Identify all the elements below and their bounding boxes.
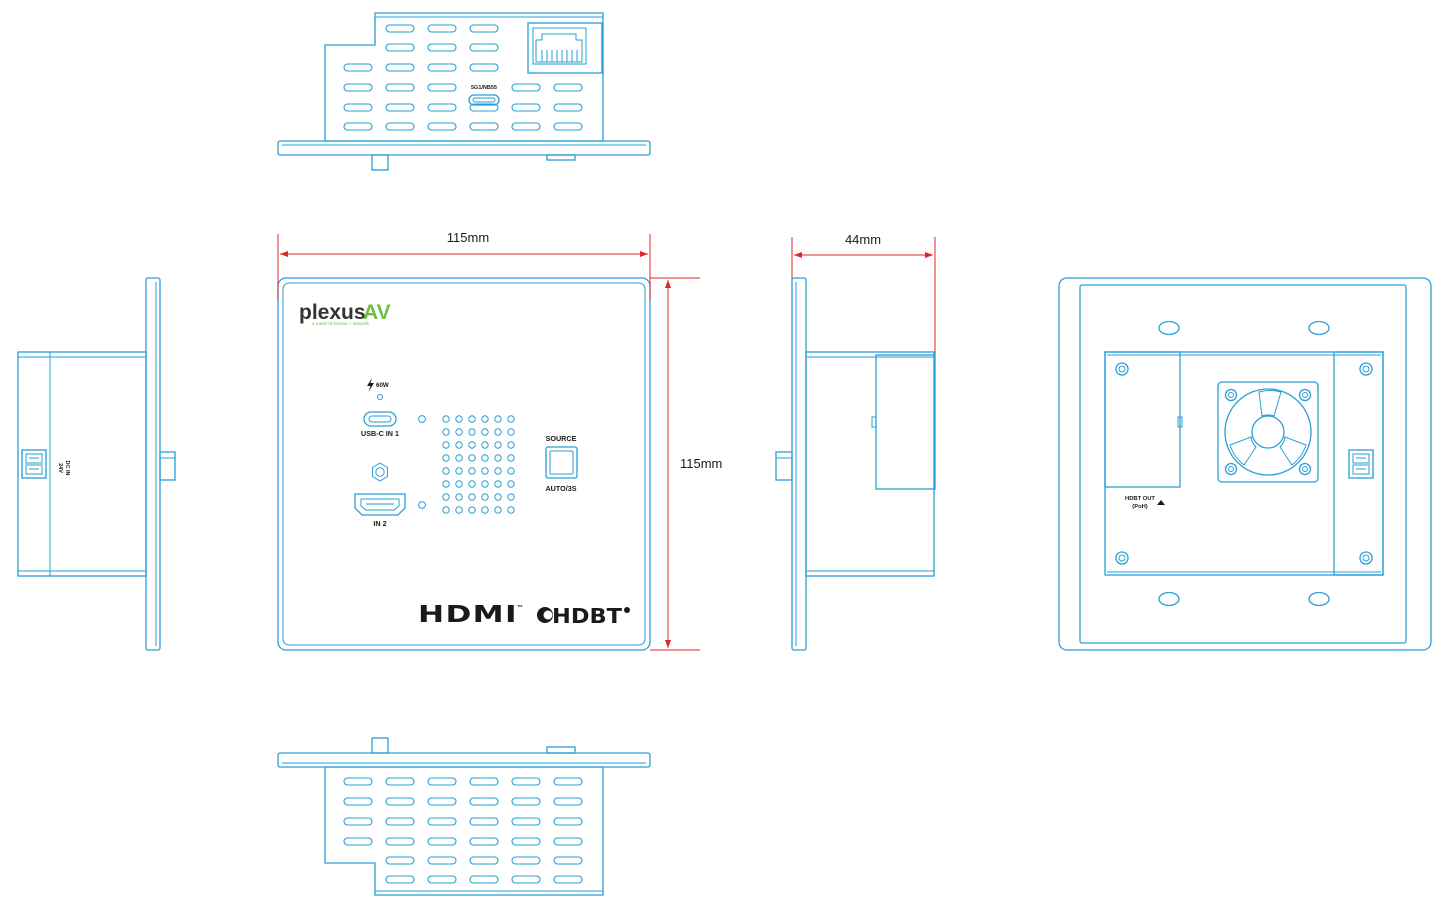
auto-label: AUTO/3S	[545, 484, 576, 493]
top-usbc-port-icon	[468, 94, 500, 106]
dimension-depth: 44mm	[791, 232, 936, 360]
rj45-port-icon	[527, 22, 603, 74]
hdmi-port-icon	[354, 493, 406, 516]
hdbt-logo: HDBT	[552, 604, 622, 628]
hex-screw-icon	[372, 462, 388, 482]
hdmi-led-icon	[418, 501, 426, 509]
top-view: 5G1/NB55	[277, 12, 651, 171]
hdbt-out-label: HDBT OUT	[1125, 496, 1155, 502]
brand-logo-accent: AV	[363, 301, 391, 324]
up-arrow-icon	[1157, 500, 1165, 505]
source-label: SOURCE	[546, 434, 577, 443]
height-label: 115mm	[680, 456, 722, 471]
dimension-width: 115mm	[277, 230, 651, 300]
width-label: 115mm	[447, 230, 489, 245]
poh-label: (PoH)	[1132, 504, 1148, 510]
hdmi-label: IN 2	[373, 519, 386, 528]
power-led-icon	[377, 394, 383, 400]
front-view: plexus AV a mesh of human + network 60W …	[277, 277, 651, 651]
lightning-icon	[367, 378, 374, 392]
svg-text:™: ™	[517, 604, 523, 611]
hdmi-logo: HDMI	[418, 602, 518, 628]
usbc-label: USB-C IN 1	[361, 429, 399, 438]
dimension-height: 115mm	[650, 277, 722, 651]
dc-terminal-icon	[21, 449, 47, 479]
rear-view: HDBT OUT (PoH)	[1058, 277, 1432, 651]
usbc-led-icon	[418, 415, 426, 423]
brand-tagline: a mesh of human + network	[312, 321, 370, 326]
dc-volt-label: 24V	[57, 463, 63, 473]
right-side-view	[775, 277, 936, 651]
left-side-view: DC IN 24V	[17, 277, 176, 651]
usbc-port-icon	[363, 411, 397, 427]
fan-icon	[1217, 381, 1319, 483]
source-button	[545, 446, 578, 479]
rear-terminal-icon	[1348, 449, 1374, 479]
depth-label: 44mm	[845, 232, 881, 247]
speaker-grille	[442, 415, 515, 514]
brand-logo-main: plexus	[299, 301, 366, 324]
bottom-view	[277, 737, 651, 896]
dc-in-label: DC IN	[64, 461, 70, 476]
power-label: 60W	[376, 382, 389, 389]
top-port-label: 5G1/NB55	[471, 85, 497, 91]
